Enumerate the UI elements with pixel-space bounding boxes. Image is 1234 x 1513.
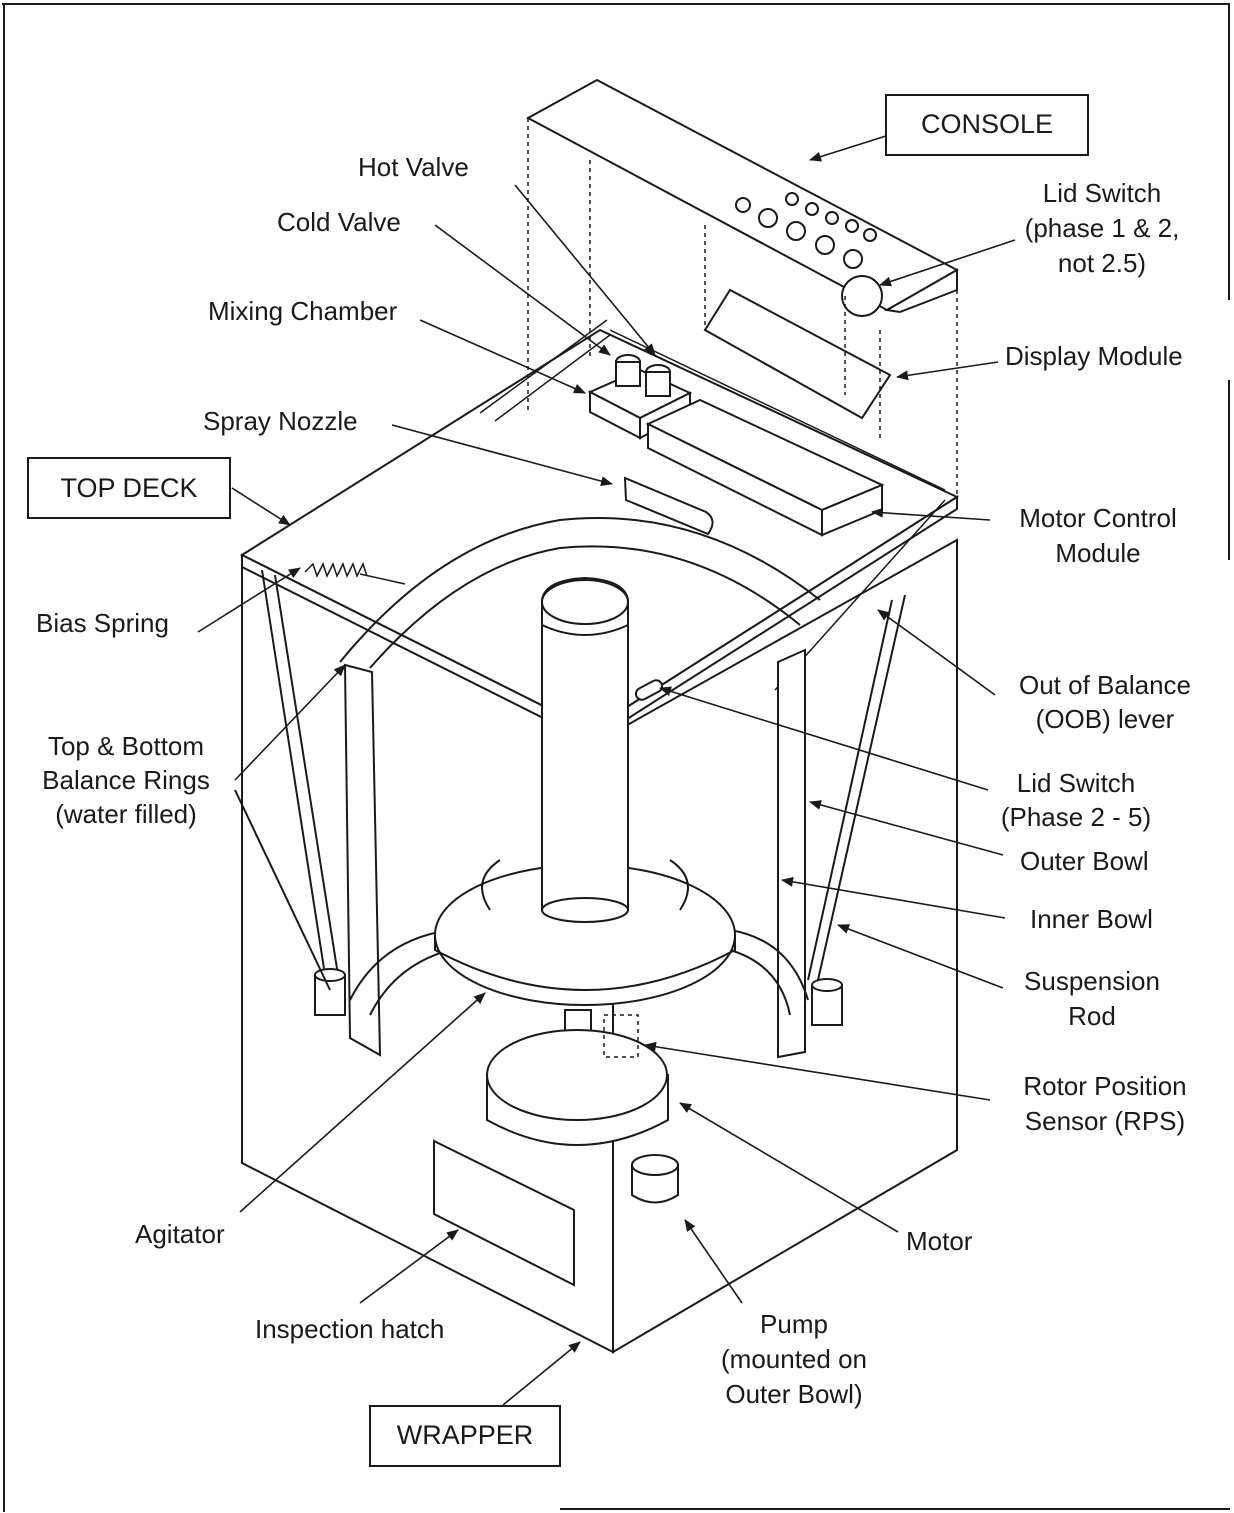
- svg-text:(OOB) lever: (OOB) lever: [1036, 704, 1175, 734]
- mixing-chamber-label: Mixing Chamber: [208, 296, 398, 326]
- svg-text:(Phase 2 - 5): (Phase 2 - 5): [1001, 802, 1151, 832]
- svg-text:Balance Rings: Balance Rings: [42, 765, 210, 795]
- top-deck: [239, 319, 960, 744]
- svg-text:(phase 1 & 2,: (phase 1 & 2,: [1025, 213, 1180, 243]
- svg-text:CONSOLE: CONSOLE: [921, 109, 1053, 139]
- pump-label: Pump (mounted on Outer Bowl): [721, 1309, 867, 1409]
- lid-switch-phase-2-5-label: Lid Switch (Phase 2 - 5): [1001, 768, 1151, 832]
- suspension-rods: [261, 569, 906, 1026]
- svg-text:Rod: Rod: [1068, 1001, 1116, 1031]
- bias-spring-label: Bias Spring: [36, 608, 169, 638]
- cold-valve-label: Cold Valve: [277, 207, 401, 237]
- top-deck-label-box: TOP DECK: [27, 457, 231, 519]
- motor-control-module-box: [645, 398, 885, 537]
- svg-text:Lid Switch: Lid Switch: [1043, 178, 1162, 208]
- svg-text:TOP DECK: TOP DECK: [60, 473, 197, 503]
- svg-text:(mounted on: (mounted on: [721, 1344, 867, 1374]
- outer-bowl-label: Outer Bowl: [1020, 846, 1149, 876]
- wrapper-label-box: WRAPPER: [369, 1405, 561, 1467]
- svg-text:Out of Balance: Out of Balance: [1019, 670, 1191, 700]
- inspection-hatch-label: Inspection hatch: [255, 1314, 444, 1344]
- svg-text:Sensor (RPS): Sensor (RPS): [1025, 1106, 1185, 1136]
- inspection-hatch-panel: [433, 1139, 575, 1287]
- pump-body: [631, 1154, 679, 1204]
- svg-text:Lid Switch: Lid Switch: [1017, 768, 1136, 798]
- suspension-rod-label: Suspension Rod: [1024, 966, 1160, 1031]
- svg-text:Suspension: Suspension: [1024, 966, 1160, 996]
- svg-text:(water filled): (water filled): [55, 799, 197, 829]
- svg-text:WRAPPER: WRAPPER: [397, 1420, 534, 1450]
- svg-text:Pump: Pump: [760, 1309, 828, 1339]
- console-label-box: CONSOLE: [885, 94, 1089, 156]
- motor-label: Motor: [906, 1226, 973, 1256]
- hot-valve-label: Hot Valve: [358, 152, 469, 182]
- page-border: [2, 3, 1230, 1512]
- svg-text:Top & Bottom: Top & Bottom: [48, 731, 204, 761]
- svg-text:not 2.5): not 2.5): [1058, 248, 1146, 278]
- svg-text:Motor Control: Motor Control: [1019, 503, 1177, 533]
- bowls: [343, 648, 809, 1059]
- balance-rings-label: Top & Bottom Balance Rings (water filled…: [42, 731, 210, 829]
- oob-lever-label: Out of Balance (OOB) lever: [1019, 670, 1191, 734]
- rps-label: Rotor Position Sensor (RPS): [1023, 1071, 1186, 1136]
- agitator-label: Agitator: [135, 1219, 225, 1249]
- inner-bowl-label: Inner Bowl: [1030, 904, 1153, 934]
- lid-switch-phase-1-2-label: Lid Switch (phase 1 & 2, not 2.5): [1025, 178, 1180, 278]
- svg-text:Module: Module: [1055, 538, 1140, 568]
- svg-text:Outer Bowl): Outer Bowl): [725, 1379, 862, 1409]
- spray-nozzle-label: Spray Nozzle: [203, 406, 358, 436]
- leader-arrows: [197, 135, 1016, 1406]
- display-module-label: Display Module: [1005, 341, 1183, 371]
- agitator-assembly: [434, 576, 736, 1006]
- motor-control-module-label: Motor Control Module: [1019, 503, 1177, 568]
- svg-text:Rotor Position: Rotor Position: [1023, 1071, 1186, 1101]
- motor-assembly: [486, 1009, 669, 1146]
- console: [525, 78, 960, 497]
